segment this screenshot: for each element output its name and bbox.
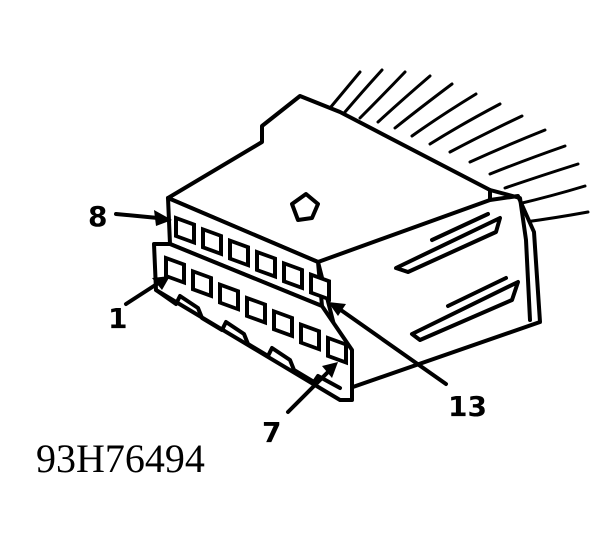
lower-teeth <box>154 288 342 390</box>
pin-label-1: 1 <box>108 302 127 335</box>
terminal-cavity <box>164 255 186 286</box>
arrow-13 <box>328 302 346 316</box>
leader-lines <box>114 210 448 414</box>
upper-cavity-row <box>174 215 331 302</box>
pin-label-7: 7 <box>262 416 281 449</box>
terminal-cavity <box>228 237 250 268</box>
pin-label-8: 8 <box>88 200 107 233</box>
arrow-7 <box>322 362 338 378</box>
pin-label-13: 13 <box>448 390 487 423</box>
figure-code: 93H76494 <box>36 436 205 481</box>
leader-8 <box>114 212 160 220</box>
terminal-cavity <box>255 249 277 280</box>
wire-bundle <box>328 68 590 224</box>
locking-ribs <box>394 212 520 342</box>
terminal-cavity <box>218 281 240 312</box>
leader-7 <box>286 368 332 414</box>
terminal-cavity <box>299 321 321 352</box>
terminal-cavity <box>272 308 294 339</box>
terminal-cavity <box>174 215 196 246</box>
side-flange <box>488 188 532 322</box>
terminal-cavity <box>282 260 304 291</box>
latch-nub <box>290 192 320 222</box>
terminal-cavity <box>201 226 223 257</box>
terminal-cavity <box>191 268 213 299</box>
leader-1 <box>124 280 162 306</box>
terminal-cavity <box>245 295 267 326</box>
arrow-1 <box>152 276 170 290</box>
lower-cavity-row <box>164 255 348 366</box>
terminal-cavity <box>326 335 348 366</box>
arrow-8 <box>154 210 172 226</box>
leader-13 <box>336 306 448 386</box>
terminal-cavity <box>309 271 331 302</box>
